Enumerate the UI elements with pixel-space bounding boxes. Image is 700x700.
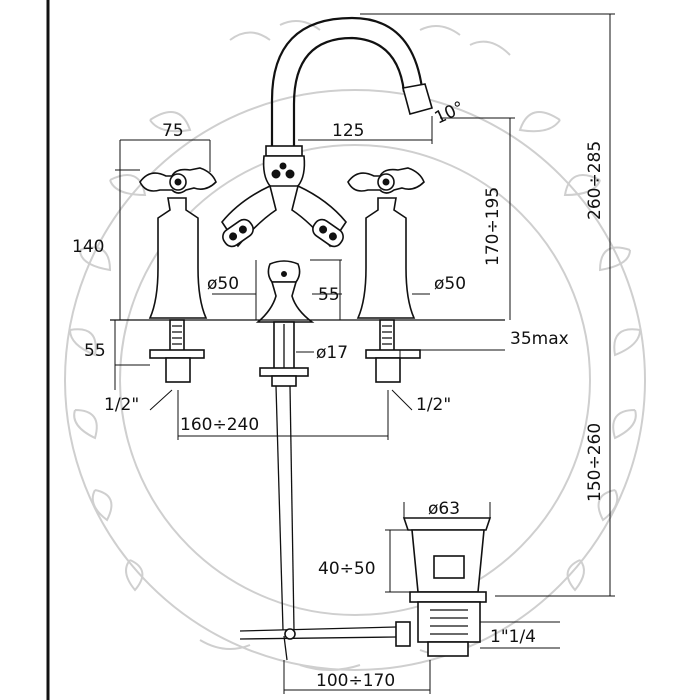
label-rod-offset: 100÷170	[316, 671, 395, 691]
label-spout-reach: 125	[332, 121, 364, 141]
label-knob-height: 55	[318, 285, 340, 305]
faucet-body	[110, 16, 505, 661]
label-tap-spacing: 160÷240	[180, 415, 259, 435]
label-max-deck: 35max	[510, 329, 569, 349]
dimension-labels: 75 125 10° 140 170÷195 260÷285 ø50 55 ø5…	[72, 98, 605, 691]
label-spout-height: 170÷195	[483, 187, 503, 266]
label-overall-height: 260÷285	[585, 141, 605, 220]
label-handle-width: 75	[162, 121, 184, 141]
label-rod-diameter: ø17	[316, 343, 348, 363]
label-waste-height: 40÷50	[318, 559, 376, 579]
label-valve-diameter-right: ø50	[434, 274, 466, 294]
label-thread-right: 1/2"	[416, 395, 451, 415]
label-pipe-height: 150÷260	[585, 423, 605, 502]
label-shank-length: 55	[84, 341, 106, 361]
label-waste-thread: 1"1/4	[490, 627, 536, 647]
dimension-lines	[114, 13, 615, 694]
label-valve-diameter-left: ø50	[207, 274, 239, 294]
watermark-laurel	[64, 20, 646, 671]
waste-assembly	[239, 517, 492, 657]
label-thread-left: 1/2"	[104, 395, 139, 415]
label-body-height: 140	[72, 237, 104, 257]
label-waste-diameter: ø63	[428, 499, 460, 519]
